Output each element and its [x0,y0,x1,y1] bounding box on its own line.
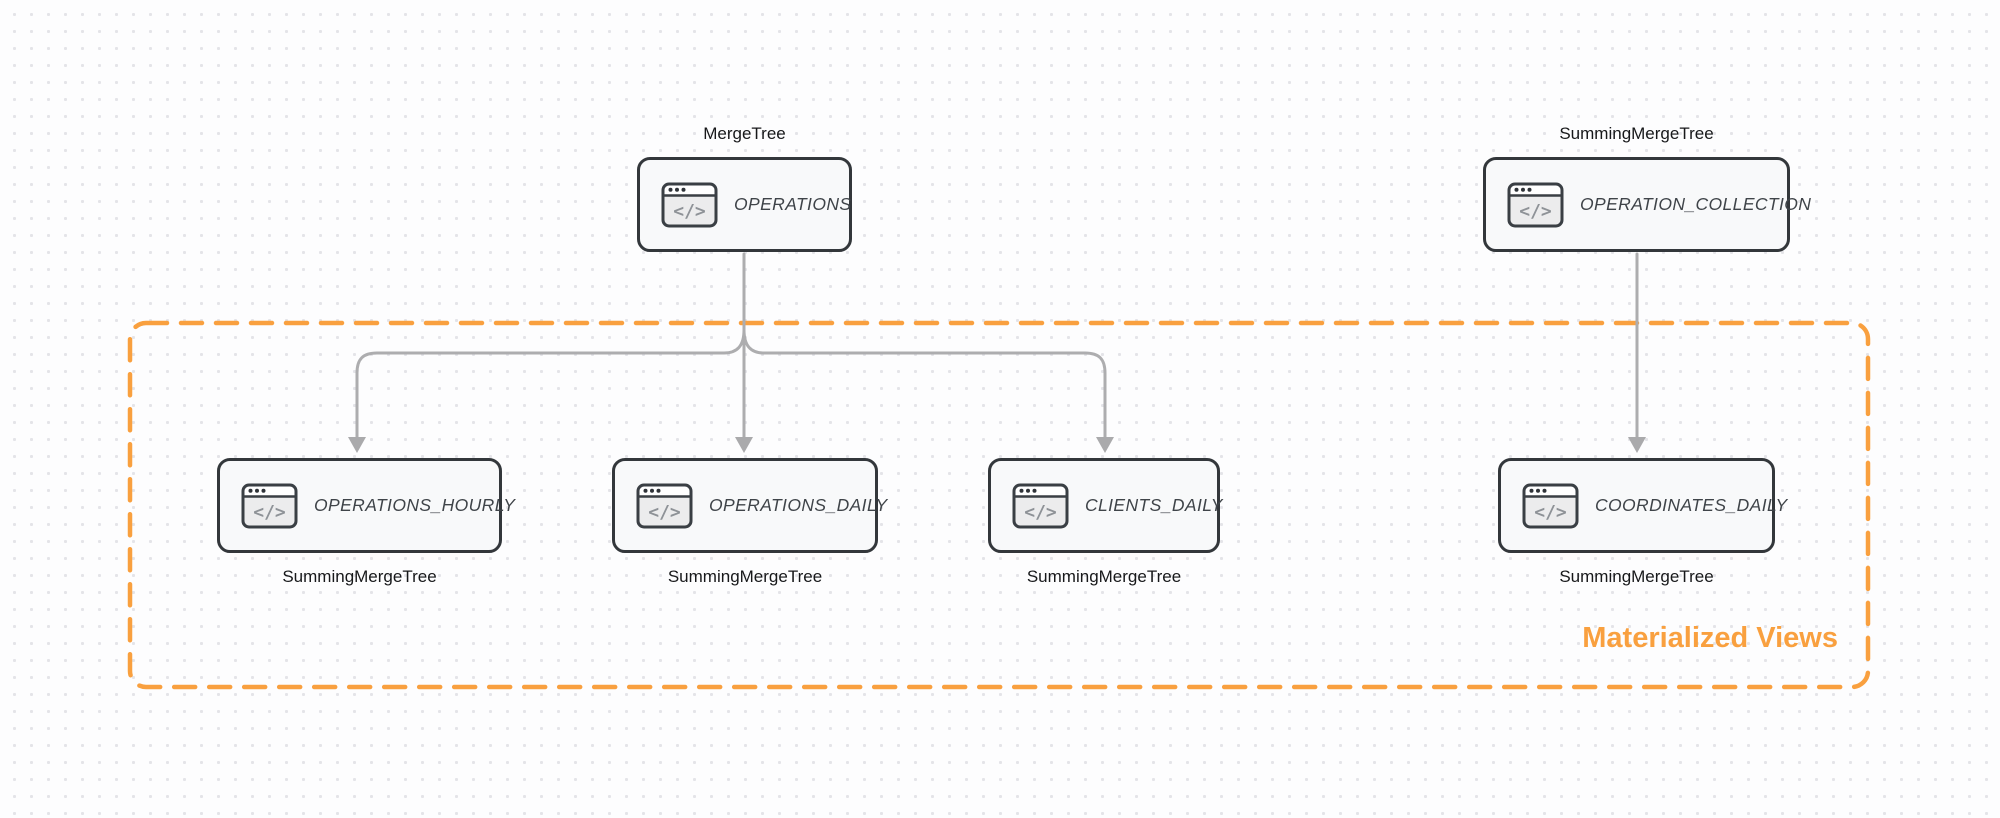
engine-label-coordinates-daily: SummingMergeTree [1559,567,1714,586]
edge-operations-to-hourly [355,328,746,439]
arrowhead-icon [1628,437,1646,453]
engine-label-operation-collection: SummingMergeTree [1559,124,1714,143]
svg-text:</>: </> [253,502,286,523]
arrowhead-icon [348,437,366,453]
edge-operations-to-clients [742,328,1107,439]
table-name: OPERATIONS [734,194,852,214]
node-coordinates-daily: </> COORDINATES_DAILY SummingMergeTree [1498,458,1787,591]
node-operations-daily: </> OPERATIONS_DAILY SummingMergeTree [612,458,887,591]
svg-text:</>: </> [673,201,706,222]
arrowhead-icon [1096,437,1114,453]
materialized-views-group-rect [127,320,1871,690]
table-box-operations-daily: </> OPERATIONS_DAILY [612,458,887,553]
engine-label-operations-daily: SummingMergeTree [667,567,823,586]
arrowheads [348,437,1646,453]
engine-label-operations: MergeTree [703,124,786,143]
table-box-operations-hourly: </> OPERATIONS_HOURLY [217,458,515,553]
code-window-icon: </> [1012,483,1069,529]
svg-text:</>: </> [1519,201,1552,222]
edges [355,252,1639,439]
table-box-clients-daily: </> CLIENTS_DAILY [988,458,1223,553]
node-operations-hourly: </> OPERATIONS_HOURLY SummingMergeTree [217,458,515,591]
table-name: OPERATION_COLLECTION [1580,194,1812,214]
node-operations: MergeTree </> OPERATIONS [637,120,852,252]
svg-text:</>: </> [648,502,681,523]
table-name: OPERATIONS_HOURLY [314,495,516,515]
table-name: COORDINATES_DAILY [1595,495,1788,515]
table-box-operation-collection: </> OPERATION_COLLECTION [1483,157,1811,252]
code-window-icon: </> [636,483,693,529]
engine-label-operations-hourly: SummingMergeTree [282,567,437,586]
code-window-icon: </> [661,182,718,228]
table-name: CLIENTS_DAILY [1085,495,1223,515]
code-window-icon: </> [241,483,298,529]
materialized-views-label: Materialized Views [1582,622,1838,654]
svg-text:</>: </> [1024,502,1057,523]
table-box-operations: </> OPERATIONS [637,157,852,252]
node-operation-collection: SummingMergeTree </> OPERATION_COLLECTIO… [1483,120,1811,252]
node-clients-daily: </> CLIENTS_DAILY SummingMergeTree [988,458,1223,591]
code-window-icon: </> [1507,182,1564,228]
code-window-icon: </> [1522,483,1579,529]
table-box-coordinates-daily: </> COORDINATES_DAILY [1498,458,1787,553]
svg-text:</>: </> [1534,502,1567,523]
table-name: OPERATIONS_DAILY [709,495,888,515]
engine-label-clients-daily: SummingMergeTree [1026,567,1182,586]
arrowhead-icon [735,437,753,453]
